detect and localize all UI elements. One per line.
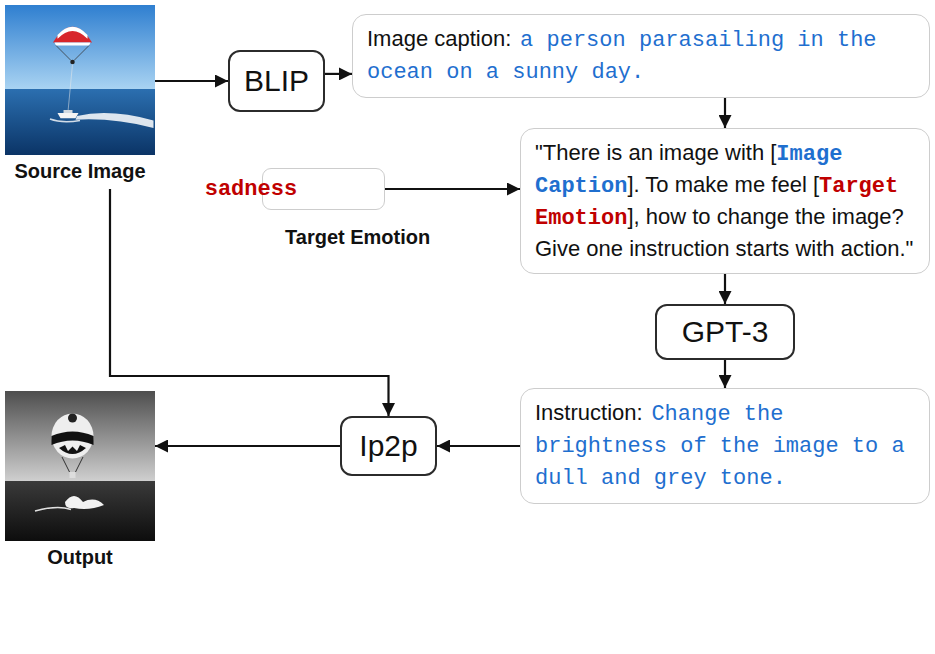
box-text: Instruction:Change the brightness of the… xyxy=(535,398,915,494)
grey-sky xyxy=(5,391,155,481)
caption-box: Image caption:a person parasailing in th… xyxy=(352,14,930,98)
flow-arrow xyxy=(155,80,228,82)
highlight-text: Instruction: xyxy=(535,400,643,425)
emotion-box: sadnessTarget Emotion xyxy=(262,168,385,210)
output-image: Output xyxy=(5,391,155,573)
balloon xyxy=(52,414,94,479)
model-box: GPT-3 xyxy=(655,304,795,360)
splash xyxy=(35,496,104,511)
sea xyxy=(5,89,155,155)
model-box: Ip2p xyxy=(340,416,437,476)
box-text: "There is an image with [Image Caption].… xyxy=(535,138,915,264)
flow-arrow xyxy=(155,445,340,447)
instruction-box: Instruction:Change the brightness of the… xyxy=(520,388,930,504)
prompt-box: "There is an image with [Image Caption].… xyxy=(520,128,930,274)
model-box: BLIP xyxy=(228,50,325,112)
flow-arrow xyxy=(325,73,352,75)
boat xyxy=(50,110,154,128)
model-name: BLIP xyxy=(244,64,309,98)
sky xyxy=(5,5,155,89)
flow-arrow xyxy=(437,445,520,447)
dark-sea xyxy=(5,481,155,541)
flow-arrow xyxy=(724,98,726,128)
model-name: GPT-3 xyxy=(682,315,769,349)
model-name: Ip2p xyxy=(359,429,417,463)
body-text: "There is an image with [ xyxy=(535,140,776,165)
source-photo xyxy=(5,5,155,155)
output-photo xyxy=(5,391,155,541)
body-text: ]. To make me feel [ xyxy=(627,172,819,197)
emotion-word: sadness xyxy=(205,177,297,202)
image-label: Source Image xyxy=(5,160,155,183)
image-label: Output xyxy=(5,546,155,569)
flow-arrow xyxy=(110,189,389,416)
highlight-text: Image caption: xyxy=(367,26,511,51)
emotion-label: Target Emotion xyxy=(285,226,430,249)
flow-arrow xyxy=(724,274,726,304)
flow-arrow xyxy=(385,188,520,190)
box-text: Image caption:a person parasailing in th… xyxy=(367,24,915,88)
flow-arrow xyxy=(724,360,726,388)
parasail xyxy=(53,27,92,112)
source-image: Source Image xyxy=(5,5,155,187)
